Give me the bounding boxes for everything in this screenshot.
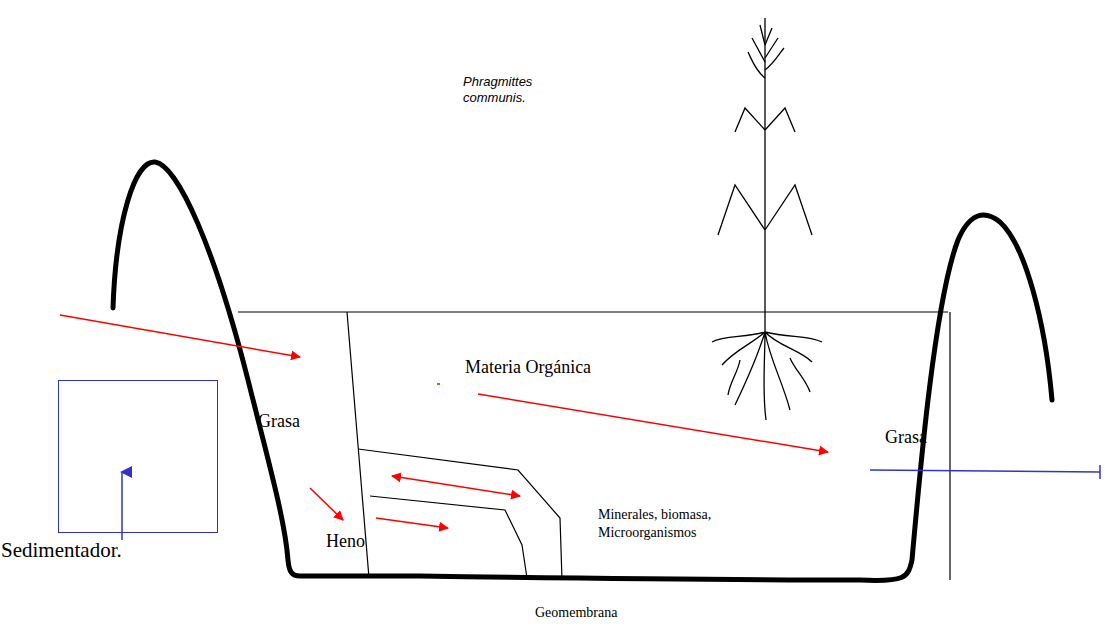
sedimentation-tank: Sedimentador. — [58, 380, 218, 533]
plant-species-label: Phragmittes communis. — [463, 74, 553, 107]
compartment-label: Grasa — [885, 426, 927, 449]
content-label: Minerales, biomasa, Microorganismos — [598, 506, 778, 541]
flow-label: Materia Orgánica — [465, 356, 591, 379]
tank-label: Sedimentador. — [1, 538, 122, 563]
compartment-label: Grasa — [258, 410, 300, 433]
filter-label: Heno — [326, 530, 365, 553]
liner-label: Geomembrana — [535, 604, 617, 622]
